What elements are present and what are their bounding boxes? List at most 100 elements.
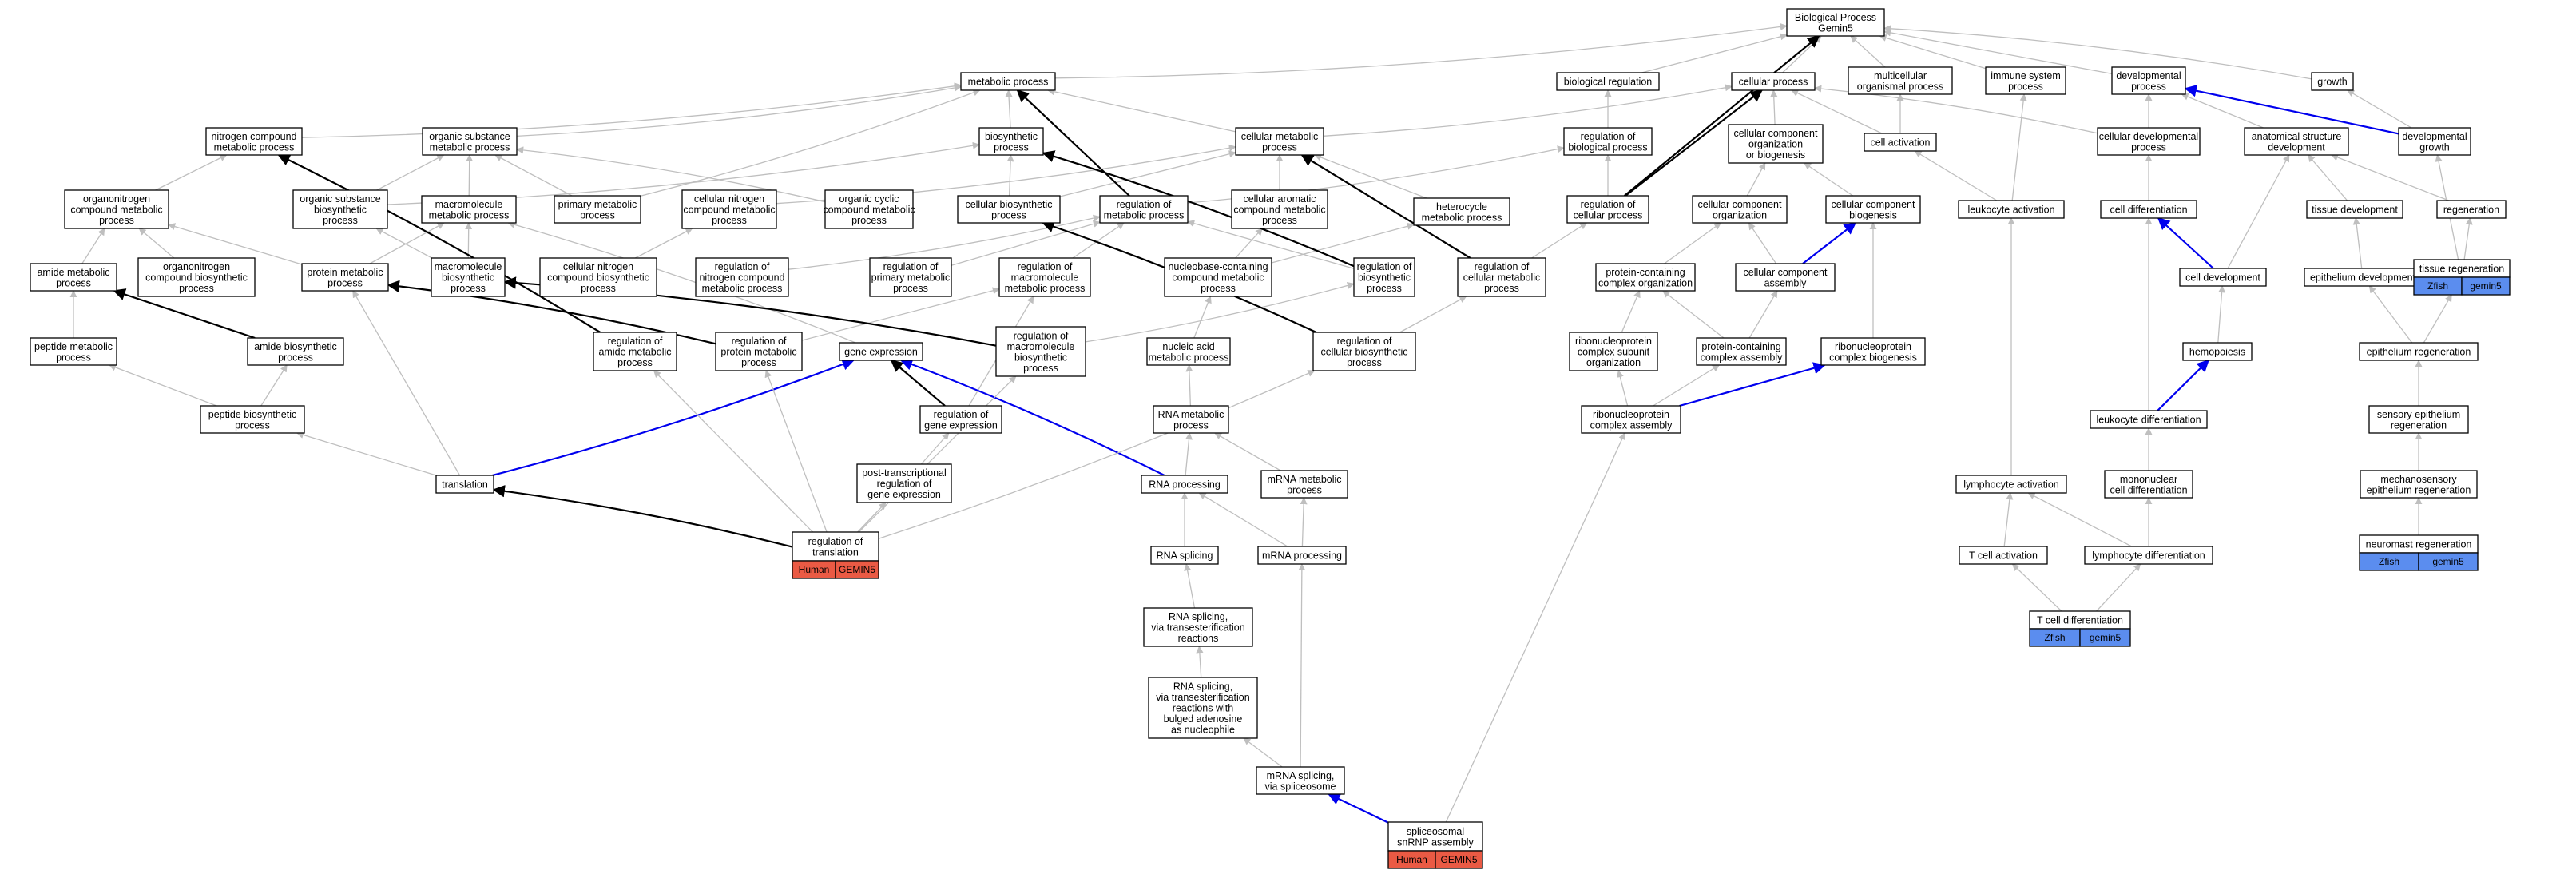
node-mrnasplice[interactable]: mRNA splicing,via spliceosome bbox=[1256, 766, 1345, 795]
node-rnasplicebulged[interactable]: RNA splicing,via transesterificationreac… bbox=[1148, 677, 1258, 739]
node-regen[interactable]: regeneration bbox=[2436, 200, 2507, 219]
node-label-line: developmental bbox=[2116, 70, 2181, 81]
node-label-line: nucleobase-containing bbox=[1168, 261, 1268, 272]
species-tag-label: Human bbox=[1396, 854, 1427, 865]
node-tissuedev[interactable]: tissue development bbox=[2306, 200, 2403, 219]
node-geneexp[interactable]: gene expression bbox=[839, 342, 923, 361]
node-growth[interactable]: growth bbox=[2311, 72, 2354, 91]
node-rnasplice[interactable]: RNA splicing bbox=[1150, 546, 1219, 565]
node-regmbp[interactable]: regulation ofmacromoleculebiosyntheticpr… bbox=[995, 326, 1086, 377]
node-label-line: tissue regeneration bbox=[2419, 264, 2504, 275]
node-cellproc[interactable]: cellular process bbox=[1731, 72, 1816, 91]
node-rnaproc[interactable]: RNA processing bbox=[1141, 475, 1228, 494]
node-epiregen[interactable]: epithelium regeneration bbox=[2359, 342, 2479, 361]
node-box bbox=[431, 257, 506, 297]
node-cellact[interactable]: cell activation bbox=[1864, 133, 1937, 152]
node-label-line: cell differentiation bbox=[2110, 205, 2187, 216]
node-tcellact[interactable]: T cell activation bbox=[1959, 546, 2048, 565]
node-label-line: metabolic process bbox=[702, 283, 783, 294]
node-epidev[interactable]: epithelium development bbox=[2304, 268, 2422, 287]
node-metabolic[interactable]: metabolic process bbox=[960, 72, 1056, 91]
node-celldiff[interactable]: cell differentiation bbox=[2100, 200, 2197, 219]
node-celldev[interactable]: cell development bbox=[2179, 268, 2267, 287]
edge-osbio-to-osm bbox=[376, 154, 445, 191]
node-rnasplicetrans[interactable]: RNA splicing,via transesterificationreac… bbox=[1143, 607, 1253, 647]
node-label-line: process bbox=[893, 283, 928, 294]
node-box bbox=[205, 127, 303, 156]
node-leukdiff[interactable]: leukocyte differentiation bbox=[2090, 410, 2208, 429]
node-leukact[interactable]: leukocyte activation bbox=[1958, 200, 2065, 219]
node-lymphact[interactable]: lymphocyte activation bbox=[1955, 475, 2067, 494]
node-bioreg[interactable]: biological regulation bbox=[1556, 72, 1660, 91]
node-mrnaproc[interactable]: mRNA processing bbox=[1257, 546, 1347, 565]
node-label-line: RNA metabolic bbox=[1158, 409, 1224, 420]
node-hemo[interactable]: hemopoiesis bbox=[2182, 342, 2253, 361]
node-translation[interactable]: translation bbox=[435, 475, 494, 494]
node-lymphdiff[interactable]: lymphocyte differentiation bbox=[2084, 546, 2213, 565]
node-label-line: assembly bbox=[1764, 277, 1808, 288]
